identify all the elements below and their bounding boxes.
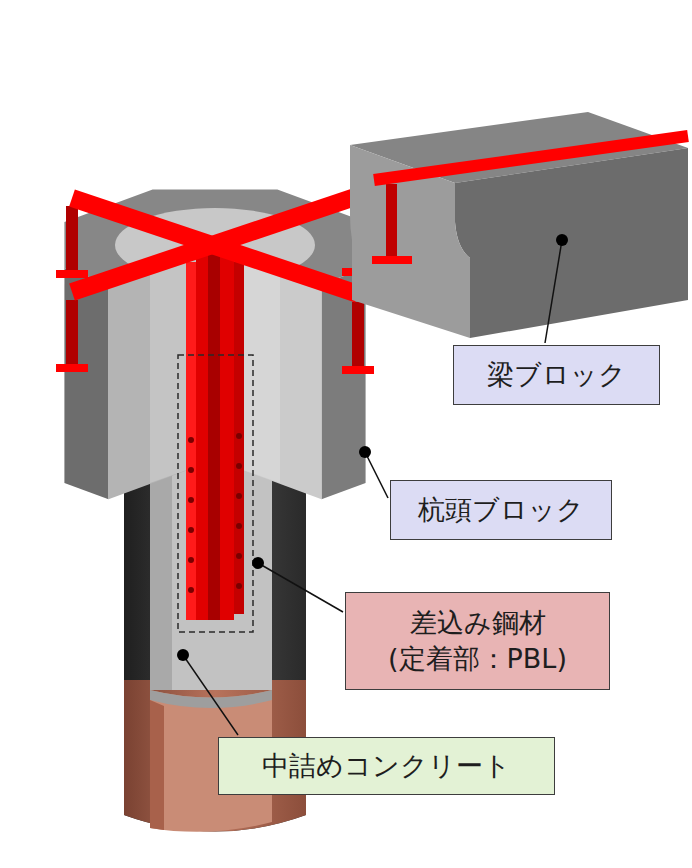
beam-end-web [66, 300, 78, 366]
steel-label-box: 差込み鋼材 (定着部：PBL) [345, 592, 610, 690]
pbl-hole [236, 493, 242, 499]
steel-flange [234, 262, 244, 614]
infill-bottom-edge [150, 690, 272, 708]
infill-concrete-side [150, 460, 172, 690]
part-label: 差込み鋼材 (定着部：PBL) [359, 605, 596, 678]
pbl-hole [188, 497, 194, 503]
steel-beam-flange [72, 196, 358, 292]
leader-line [545, 240, 562, 343]
part-label-box: 梁ブロック [453, 345, 660, 405]
concrete-label-box: 中詰めコンクリート [218, 737, 555, 795]
steel-beam-flange [374, 136, 688, 180]
steel-flange [186, 262, 196, 620]
pbl-hole [236, 583, 242, 589]
beam-block-side [455, 148, 688, 338]
leader-dot [556, 234, 568, 246]
leader-line [365, 452, 388, 498]
steel-web [196, 250, 234, 620]
beam-end-web [66, 206, 78, 272]
part-label: 梁ブロック [487, 357, 626, 393]
pbl-hole [188, 527, 194, 533]
beam-end-flange [56, 270, 88, 278]
beam-end-flange [56, 364, 88, 372]
pbl-hole [236, 433, 242, 439]
leader-dot [177, 649, 189, 661]
pbl-hole [236, 553, 242, 559]
beam-end-web [352, 302, 364, 368]
pipe-inner-shadow [150, 700, 164, 830]
part-label: 中詰めコンクリート [262, 748, 511, 784]
leader-line [258, 563, 343, 612]
pbl-hole [188, 557, 194, 563]
part-label-box: 杭頭ブロック [390, 480, 612, 540]
block-side-face [321, 268, 365, 499]
steel-web-shadow [208, 250, 220, 620]
anchorage-dashed-frame [178, 355, 253, 632]
part-label: 杭頭ブロック [418, 492, 584, 528]
pbl-hole [188, 467, 194, 473]
leader-dot [252, 557, 264, 569]
beam-end-flange [342, 366, 374, 374]
pbl-hole [188, 437, 194, 443]
leader-dot [359, 446, 371, 458]
block-side-face [64, 268, 108, 499]
beam-bottom-flange [372, 256, 412, 264]
beam-web [386, 184, 397, 258]
pbl-hole [188, 587, 194, 593]
pbl-hole [236, 523, 242, 529]
pbl-hole [236, 463, 242, 469]
leader-line [183, 655, 238, 735]
